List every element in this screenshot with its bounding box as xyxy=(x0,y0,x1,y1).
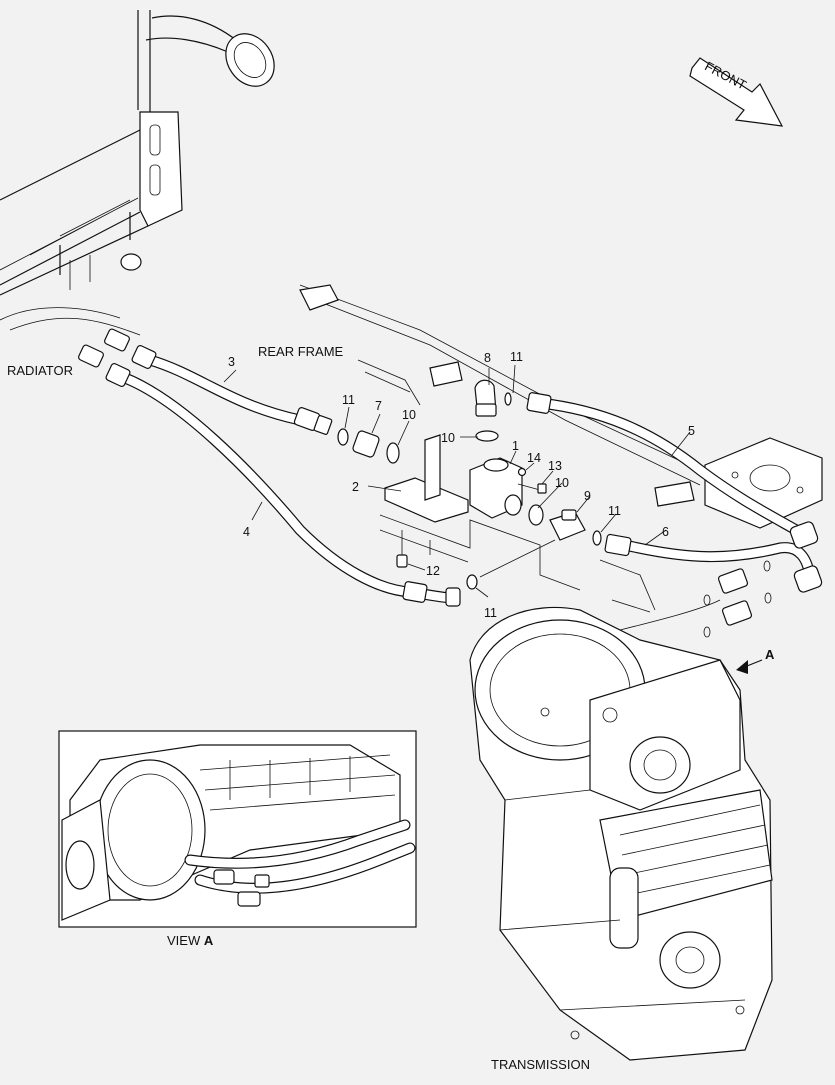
arrow-a-label: A xyxy=(765,647,775,662)
transmission-label: TRANSMISSION xyxy=(491,1057,590,1072)
callout-12: 12 xyxy=(426,564,440,578)
callout-10-right: 10 xyxy=(555,476,569,490)
hose-3 xyxy=(144,354,306,426)
callout-11-bottom: 11 xyxy=(484,606,497,620)
callout-5: 5 xyxy=(688,424,695,438)
callout-2: 2 xyxy=(352,480,359,494)
callout-6: 6 xyxy=(662,525,669,539)
front-direction-arrow: FRONT xyxy=(689,57,784,127)
callout-1: 1 xyxy=(512,439,519,453)
view-a-arrow: A xyxy=(736,647,775,674)
callout-11-left: 11 xyxy=(342,393,355,407)
transmission-drawing xyxy=(469,599,773,1061)
callout-13: 13 xyxy=(548,459,562,473)
rear-frame-label: REAR FRAME xyxy=(258,344,344,359)
leader-lines xyxy=(223,364,691,598)
callout-9: 9 xyxy=(584,489,591,503)
callout-4: 4 xyxy=(243,525,250,539)
radiator-label: RADIATOR xyxy=(7,363,73,378)
radiator-frame-drawing xyxy=(0,10,275,336)
view-a-caption: VIEW A xyxy=(167,933,214,948)
callout-14: 14 xyxy=(527,451,541,465)
callout-11-right: 11 xyxy=(608,504,621,518)
valve-assembly xyxy=(337,379,602,590)
hose-fittings xyxy=(78,328,823,638)
callout-7: 7 xyxy=(375,399,382,413)
callout-8: 8 xyxy=(484,351,491,365)
callout-11-top: 11 xyxy=(510,350,523,364)
hose-6 xyxy=(619,539,816,584)
callout-3: 3 xyxy=(228,355,235,369)
detail-view-a-panel xyxy=(58,730,417,928)
hose-5 xyxy=(534,397,811,541)
callout-10-left: 10 xyxy=(402,408,416,422)
rear-frame-drawing xyxy=(299,284,823,613)
callout-10-mid: 10 xyxy=(441,431,455,445)
callout-numbers: 3 4 2 8 11 11 7 10 10 1 14 13 10 9 11 5 … xyxy=(228,350,695,620)
